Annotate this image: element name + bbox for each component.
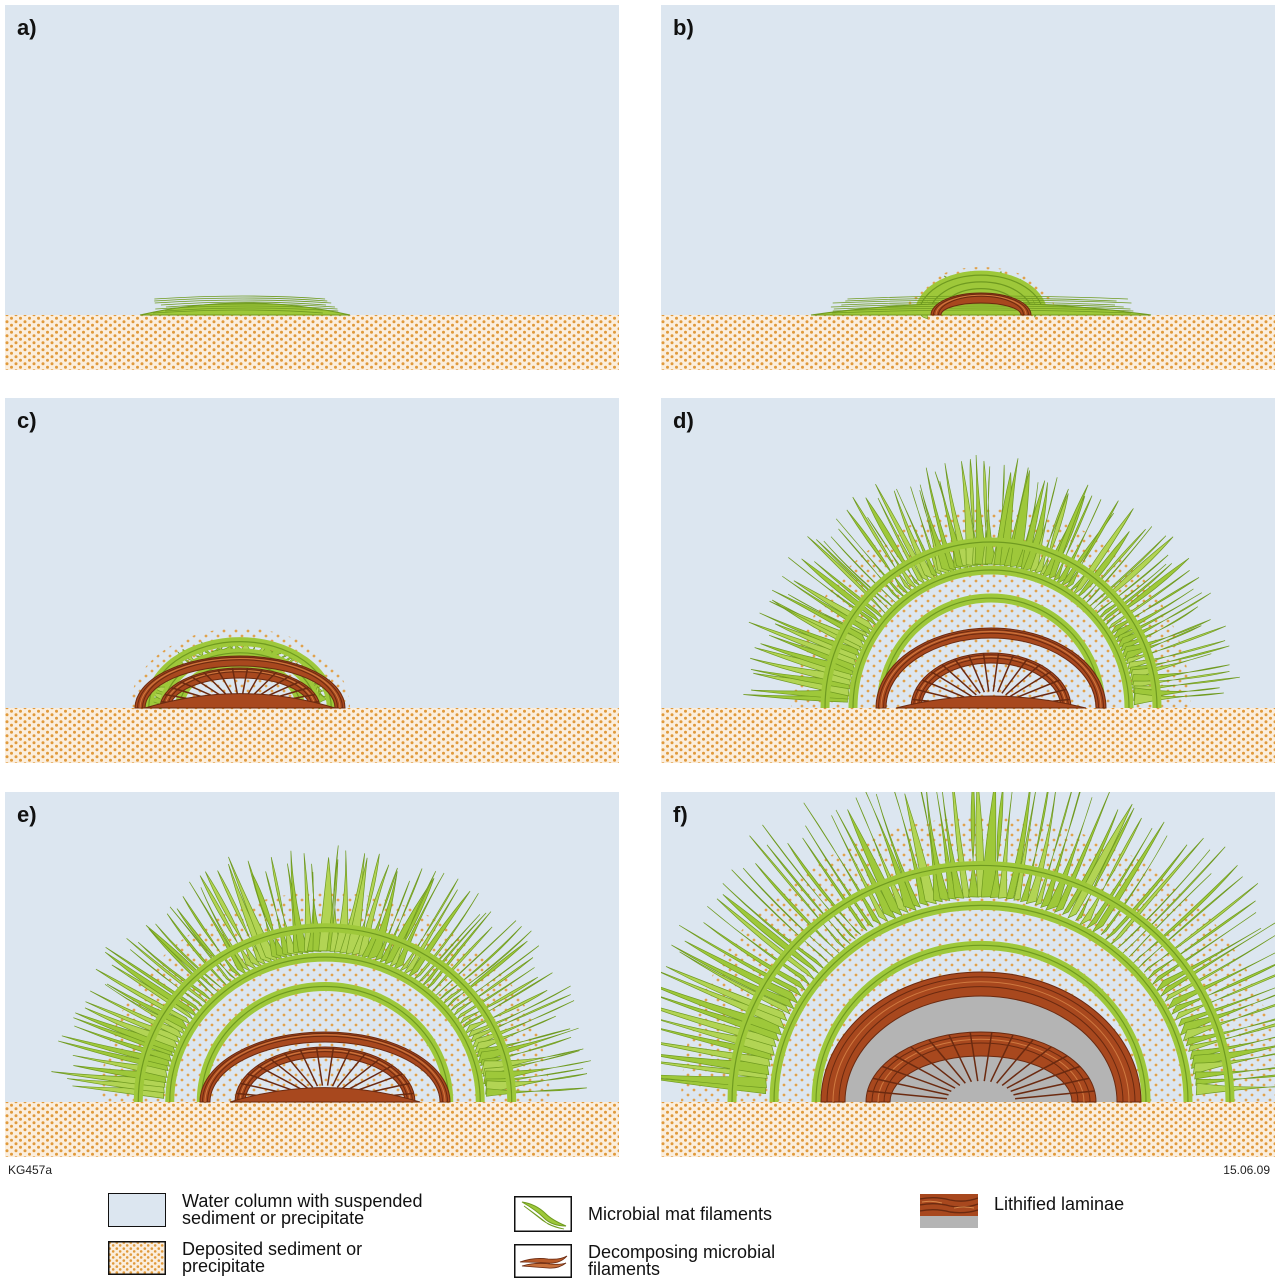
panel-a-illustration [5, 5, 619, 370]
figure-date: 15.06.09 [1223, 1163, 1270, 1177]
legend-mat-label: Microbial mat filaments [588, 1206, 772, 1223]
sediment-layer [5, 315, 619, 370]
panel-f: f) [661, 792, 1275, 1157]
panel-label: b) [673, 15, 694, 41]
panel-a: a) [5, 5, 619, 370]
sediment-layer [661, 708, 1275, 763]
legend-mat: Microbial mat filaments [514, 1196, 772, 1232]
lithified-swatch [920, 1194, 978, 1228]
legend-water-label: Water column with suspended sediment or … [182, 1193, 422, 1227]
water-column [5, 5, 619, 315]
legend-lithified-label: Lithified laminae [994, 1196, 1124, 1213]
panel-c: c) [5, 398, 619, 763]
panel-b: b) [661, 5, 1275, 370]
legend-sediment: Deposited sediment or precipitate [108, 1241, 362, 1275]
figure-code: KG457a [8, 1163, 52, 1177]
legend-sediment-label: Deposited sediment or precipitate [182, 1241, 362, 1275]
panel-e: e) [5, 792, 619, 1157]
panel-d: d) [661, 398, 1275, 763]
sediment-layer [661, 1102, 1275, 1157]
sediment-swatch [108, 1241, 166, 1275]
panel-d-illustration [661, 398, 1275, 763]
sediment-layer [5, 1102, 619, 1157]
panel-label: f) [673, 802, 688, 828]
sediment-layer [5, 708, 619, 763]
sediment-layer [661, 315, 1275, 370]
legend-water: Water column with suspended sediment or … [108, 1193, 422, 1227]
panel-label: e) [17, 802, 37, 828]
mat-filament-swatch [514, 1196, 572, 1232]
panel-c-illustration [5, 398, 619, 763]
decomposing-filament-swatch [514, 1244, 572, 1278]
panel-label: a) [17, 15, 37, 41]
legend-lithified: Lithified laminae [920, 1194, 1124, 1228]
legend-decomposing: Decomposing microbial filaments [514, 1244, 775, 1278]
water-swatch [108, 1193, 166, 1227]
legend-decomposing-label: Decomposing microbial filaments [588, 1244, 775, 1278]
panel-f-illustration [661, 792, 1275, 1157]
panel-b-illustration [661, 5, 1275, 370]
panel-label: d) [673, 408, 694, 434]
panel-label: c) [17, 408, 37, 434]
panel-e-illustration [5, 792, 619, 1157]
